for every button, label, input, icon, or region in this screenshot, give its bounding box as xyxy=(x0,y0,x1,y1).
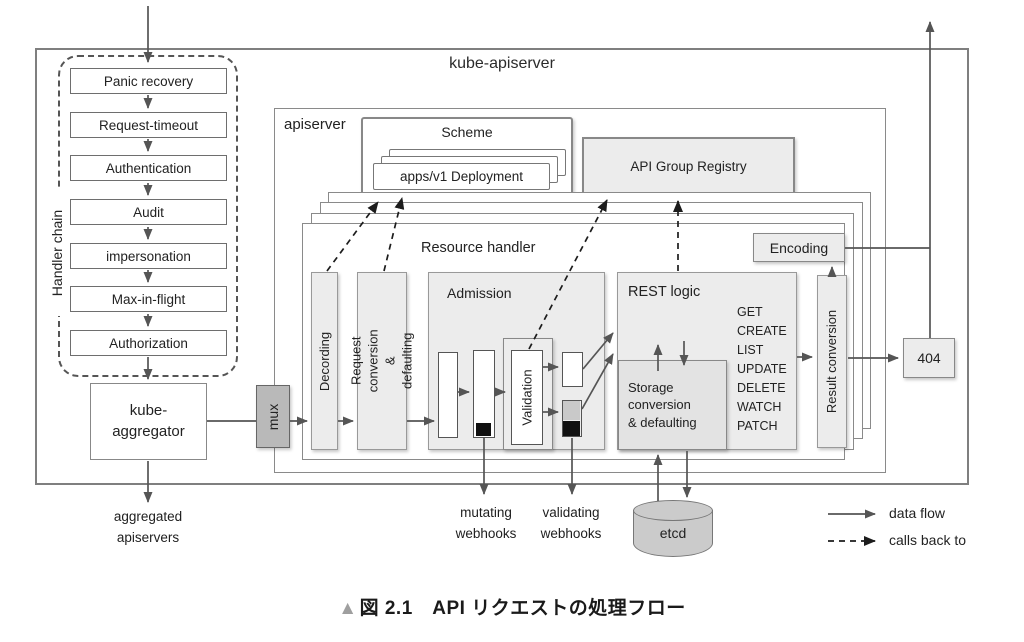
validating-webhooks-label: validating webhooks xyxy=(540,505,602,541)
legend-data-flow-label: data flow xyxy=(889,505,946,521)
chain-item-authorization: Authorization xyxy=(70,330,227,356)
admission-plugin-slot-2 xyxy=(473,350,495,438)
legend-calls-back-label: calls back to xyxy=(889,532,967,548)
mutating-webhook-plugin-marker xyxy=(476,423,491,436)
apiserver-label: apiserver xyxy=(284,116,346,133)
validation-box: Validation xyxy=(511,350,543,445)
mux-label: mux xyxy=(264,403,281,430)
validation-slot-1 xyxy=(562,352,583,387)
mutating-webhooks-label: mutating webhooks xyxy=(455,505,517,541)
chain-item-max-in-flight: Max-in-flight xyxy=(70,286,227,312)
api-group-registry-box: API Group Registry xyxy=(582,137,795,195)
chain-item-panic-recovery: Panic recovery xyxy=(70,68,227,94)
handler-chain-label: Handler chain xyxy=(41,190,73,316)
etcd-cylinder-top xyxy=(633,500,713,521)
kube-apiserver-title: kube-apiserver xyxy=(449,55,555,72)
aggregated-apiservers-label: aggregated apiservers xyxy=(113,509,183,545)
kube-aggregator-box: kube- aggregator xyxy=(90,383,207,460)
handler-chain-label-text: Handler chain xyxy=(49,209,66,297)
storage-conversion-box: Storage conversion & defaulting xyxy=(618,360,727,450)
decoding-box: Decording xyxy=(311,272,338,450)
resource-handler-title: Resource handler xyxy=(421,240,536,256)
result-conversion-label: Result conversion xyxy=(824,309,840,414)
rest-logic-label: REST logic xyxy=(628,284,701,300)
result-conversion-box: Result conversion xyxy=(817,275,847,448)
validation-slot-gray xyxy=(563,401,580,420)
scheme-title: Scheme xyxy=(441,124,493,140)
admission-plugin-slot-1 xyxy=(438,352,458,438)
validating-webhook-plugin-marker xyxy=(563,421,580,436)
validation-slot-2 xyxy=(562,400,582,437)
request-conversion-label: Request conversion & defaulting xyxy=(348,329,414,393)
chain-item-impersonation: impersonation xyxy=(70,243,227,269)
caption-triangle-icon: ▲ xyxy=(338,598,358,619)
caption-text: 図 2.1 API リクエストの処理フロー xyxy=(359,598,686,619)
chain-item-authentication: Authentication xyxy=(70,155,227,181)
mux-box: mux xyxy=(256,385,290,448)
etcd-cylinder: etcd xyxy=(633,500,713,558)
validation-label: Validation xyxy=(519,369,535,426)
admission-label: Admission xyxy=(447,285,512,301)
request-conversion-box: Request conversion & defaulting xyxy=(348,272,414,450)
figure-caption: ▲図 2.1 API リクエストの処理フロー xyxy=(0,593,1024,620)
chain-item-request-timeout: Request-timeout xyxy=(70,112,227,138)
rest-verbs-list: GET CREATE LIST UPDATE DELETE WATCH PATC… xyxy=(737,305,787,433)
chain-item-audit: Audit xyxy=(70,199,227,225)
decoding-label: Decording xyxy=(317,331,333,391)
encoding-box: Encoding xyxy=(753,233,845,262)
http-404-box: 404 xyxy=(903,338,955,378)
deployment-card: apps/v1 Deployment xyxy=(373,163,550,190)
